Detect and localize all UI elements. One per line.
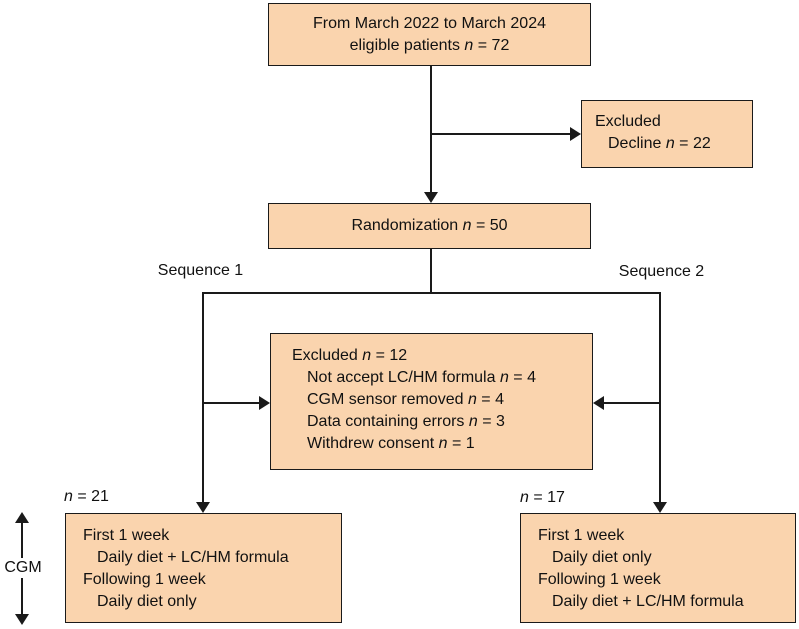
label-arm1-count: n = 21 xyxy=(64,488,109,505)
randomization-label: Randomization n = 50 xyxy=(351,217,508,234)
label-sequence-1: Sequence 1 xyxy=(157,262,244,279)
excluded-mid-line-3: CGM sensor removed n = 4 xyxy=(307,391,504,408)
arrowhead-into-arm2 xyxy=(653,502,667,513)
excluded-mid-line-5: Withdrew consent n = 1 xyxy=(307,435,475,452)
connector-sequence2-vertical xyxy=(659,292,661,502)
box-excluded-decline: Excluded Decline n = 22 xyxy=(581,100,753,168)
arrowhead-left-into-excluded-mid xyxy=(259,396,270,410)
connector-branch-bar xyxy=(202,292,661,294)
connector-eligible-to-randomization xyxy=(430,65,432,193)
box-randomization: Randomization n = 50 xyxy=(268,203,591,249)
box-arm2: First 1 week Daily diet only Following 1… xyxy=(520,513,796,623)
arm2-line-2: Daily diet only xyxy=(552,549,652,566)
connector-to-excluded-decline xyxy=(431,133,570,135)
label-arm2-count: n = 17 xyxy=(520,489,565,506)
arm2-line-1: First 1 week xyxy=(538,527,625,544)
arm1-line-1: First 1 week xyxy=(83,527,170,544)
arm1-line-3: Following 1 week xyxy=(83,571,206,588)
arrowhead-right-into-excluded-mid xyxy=(593,396,604,410)
label-sequence-2: Sequence 2 xyxy=(618,263,705,280)
cgm-arrowhead-down xyxy=(15,614,29,625)
arrowhead-into-excluded-decline xyxy=(570,127,581,141)
connector-right-to-excluded-mid xyxy=(602,402,660,404)
arm2-line-3: Following 1 week xyxy=(538,571,661,588)
box-excluded-mid: Excluded n = 12 Not accept LC/HM formula… xyxy=(270,333,593,470)
arm1-line-2: Daily diet + LC/HM formula xyxy=(97,549,289,566)
excluded-mid-line-2: Not accept LC/HM formula n = 4 xyxy=(307,369,536,386)
arrowhead-into-randomization xyxy=(424,192,438,203)
box-arm1: First 1 week Daily diet + LC/HM formula … xyxy=(65,513,342,623)
label-cgm: CGM xyxy=(0,558,46,578)
excluded-mid-line-1: Excluded n = 12 xyxy=(292,347,408,364)
excluded-decline-line-1: Excluded xyxy=(595,113,661,130)
connector-left-to-excluded-mid xyxy=(203,402,261,404)
arm2-line-4: Daily diet + LC/HM formula xyxy=(552,593,744,610)
connector-randomization-to-branch xyxy=(430,248,432,294)
arm1-line-4: Daily diet only xyxy=(97,593,197,610)
connector-sequence1-vertical xyxy=(202,292,204,502)
box-eligible-patients: From March 2022 to March 2024 eligible p… xyxy=(268,3,591,66)
cgm-arrowhead-up xyxy=(15,512,29,523)
eligible-line-2: eligible patients n = 72 xyxy=(349,36,510,54)
arrowhead-into-arm1 xyxy=(196,502,210,513)
eligible-line-1: From March 2022 to March 2024 xyxy=(313,14,546,32)
excluded-decline-line-2: Decline n = 22 xyxy=(608,135,711,152)
excluded-mid-line-4: Data containing errors n = 3 xyxy=(307,413,505,430)
